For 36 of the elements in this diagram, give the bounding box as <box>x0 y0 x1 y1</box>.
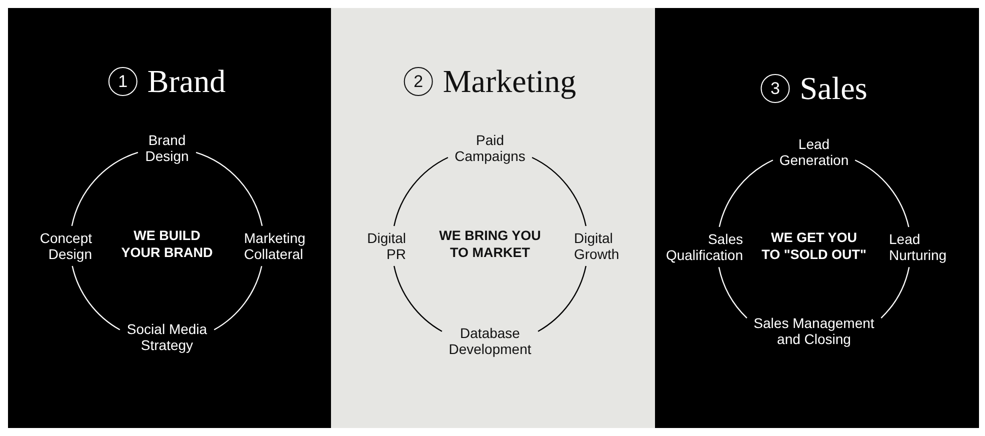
stage-label: Sales Qualification <box>661 231 743 263</box>
ring-arc <box>196 152 263 226</box>
stage-label: Sales Management and Closing <box>751 315 877 347</box>
step-number: 3 <box>760 74 790 102</box>
panel <box>331 8 655 428</box>
stage-label: Lead Generation <box>777 136 851 168</box>
stage-label: Paid Campaigns <box>452 132 528 164</box>
slogan-text: WE GET YOU TO "SOLD OUT" <box>760 229 868 263</box>
stage-label: Digital PR <box>361 230 406 262</box>
step-number: 2 <box>404 66 433 96</box>
slogan-text: WE BRING YOU TO MARKET <box>438 227 542 261</box>
stage-label: Digital Growth <box>574 230 624 262</box>
ring-arc <box>71 152 138 226</box>
stage-label: Database Development <box>446 325 534 357</box>
panel <box>655 8 979 428</box>
stage-label: Concept Design <box>35 230 92 262</box>
ring-arc <box>532 156 586 226</box>
stage-label: Lead Nurturing <box>889 231 952 263</box>
ring-arc <box>72 266 120 330</box>
ring-arc <box>854 160 910 228</box>
panel-title: Brand <box>147 63 226 99</box>
step-number: 1 <box>108 66 138 96</box>
ring-arc <box>394 266 442 332</box>
stage-label: Marketing Collateral <box>244 230 310 262</box>
ring-arc <box>538 266 586 332</box>
ring-arc <box>394 156 448 226</box>
panel <box>8 8 331 428</box>
ring-arc <box>718 160 774 228</box>
stage-label: Social Media Strategy <box>124 321 210 353</box>
panel-title: Sales <box>800 70 868 106</box>
ring-arc <box>214 266 262 330</box>
slogan-text: WE BUILD YOUR BRAND <box>120 227 214 261</box>
stage-label: Brand Design <box>142 132 192 164</box>
panel-title: Marketing <box>442 63 576 99</box>
ring-arc <box>718 266 748 318</box>
ring-arc <box>880 266 910 318</box>
